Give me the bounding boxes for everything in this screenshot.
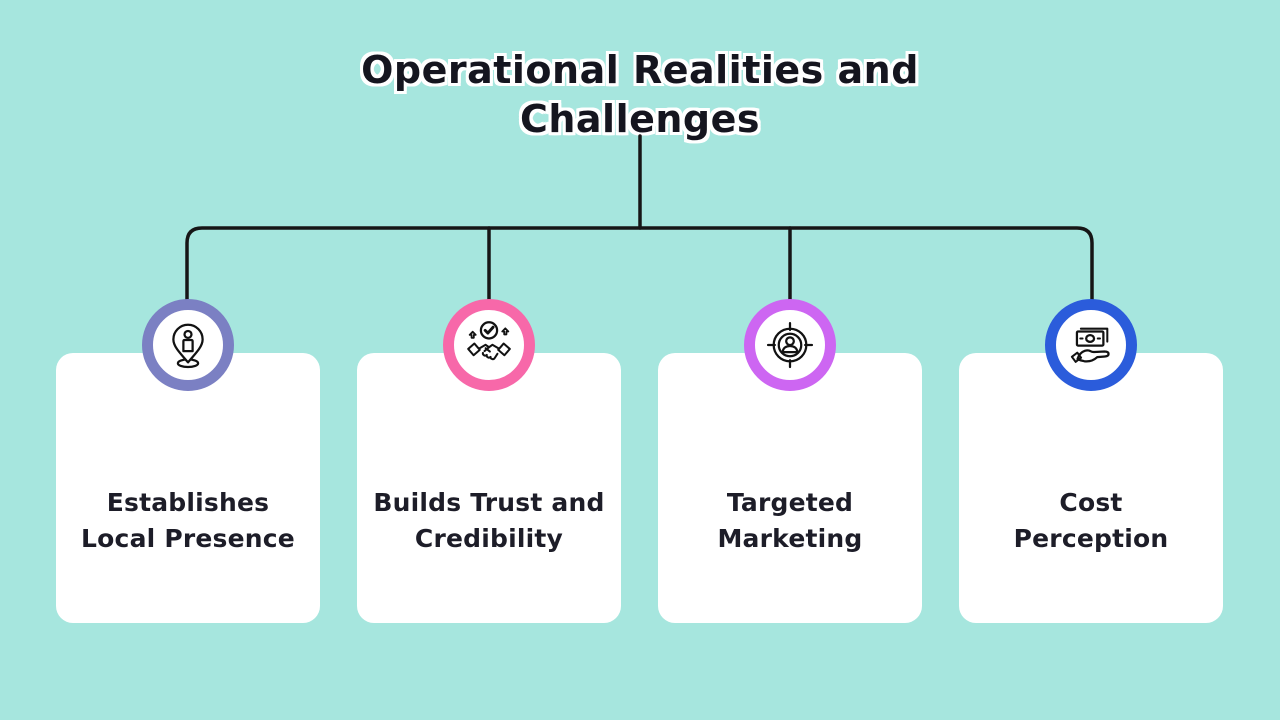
person-location-pin-icon: [161, 318, 215, 372]
card-label: Establishes Local Presence: [81, 488, 295, 553]
icon-ring-purple: [142, 299, 234, 391]
handshake-check-icon: [462, 318, 516, 372]
target-audience-icon: [763, 318, 817, 372]
card-cost-perception: Cost Perception: [959, 299, 1223, 623]
page-title-line1: Operational Realities and: [361, 48, 919, 92]
card-label: Cost Perception: [1013, 488, 1169, 553]
card-label: Targeted Marketing: [717, 488, 863, 553]
cash-in-hand-icon: [1064, 318, 1118, 372]
card-targeted-marketing: Targeted Marketing: [658, 299, 922, 623]
icon-ring-pink: [443, 299, 535, 391]
card-label: Builds Trust and Credibility: [373, 488, 605, 553]
card-builds-trust-credibility: Builds Trust and Credibility: [357, 299, 621, 623]
icon-ring-blue: [1045, 299, 1137, 391]
icon-ring-magenta: [744, 299, 836, 391]
page-title-line2: Challenges: [519, 97, 761, 141]
card-establishes-local-presence: Establishes Local Presence: [56, 299, 320, 623]
page-title: Operational Realities and Challenges: [0, 46, 1280, 144]
